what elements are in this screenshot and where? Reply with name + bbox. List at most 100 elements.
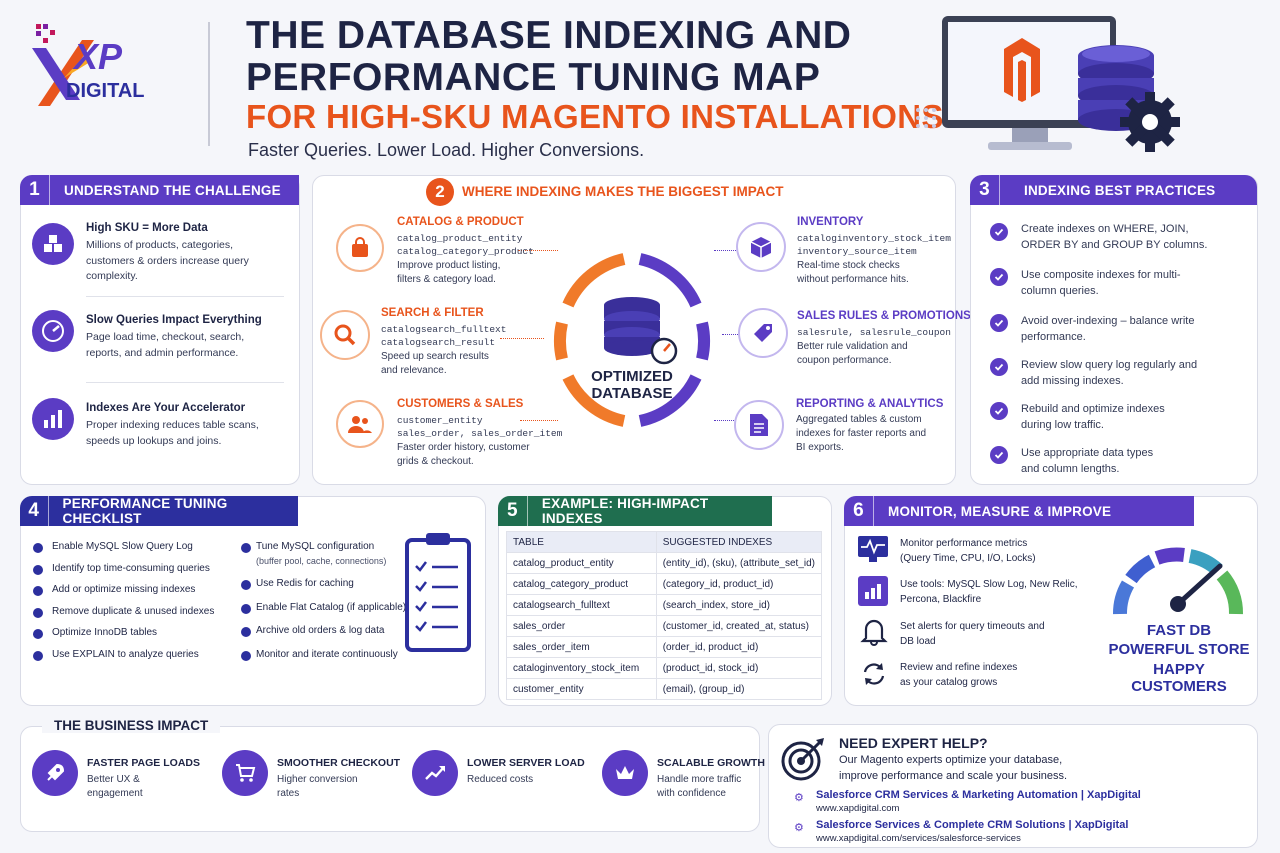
section-expert-help — [768, 724, 1258, 848]
index-cell: (customer_id, created_at, status) — [655, 615, 823, 637]
optimized-database-ring — [544, 245, 720, 431]
help-link-1-url[interactable]: www.xapdigital.com — [816, 803, 900, 814]
slogan-2: POWERFUL STORE — [1108, 641, 1250, 658]
business-impact-title: THE BUSINESS IMPACT — [42, 718, 221, 733]
check-icon — [33, 650, 43, 661]
s3-item6: Use appropriate data types and column le… — [1021, 447, 1154, 475]
connector — [714, 250, 738, 251]
check-icon — [990, 402, 1008, 420]
checklist-item: Archive old orders & log data — [256, 625, 385, 636]
s2-right1-table1: cataloginventory_stock_item — [797, 233, 951, 244]
connector — [518, 250, 558, 251]
check-icon — [990, 268, 1008, 286]
slogan-3: HAPPY CUSTOMERS — [1131, 661, 1227, 695]
index-table: TABLE SUGGESTED INDEXES catalog_product_… — [506, 531, 823, 700]
center-label-1: OPTIMIZED — [591, 368, 673, 385]
section5-number: 5 — [498, 496, 528, 526]
trend-icon — [412, 750, 458, 796]
table-row: sales_order(customer_id, created_at, sta… — [506, 615, 823, 637]
tag-icon — [738, 308, 788, 358]
s2-right2-table1: salesrule, salesrule_coupon — [797, 327, 951, 338]
table-row: catalog_product_entity(entity_id), (sku)… — [506, 552, 823, 574]
s1-item2-text: Page load time, checkout, search, report… — [86, 331, 245, 359]
help-link-2-url[interactable]: www.xapdigital.com/services/salesforce-s… — [816, 833, 1021, 844]
s2-left1-table2: catalog_category_product — [397, 246, 534, 257]
section4-title: PERFORMANCE TUNING CHECKLIST — [62, 496, 228, 526]
section5-title: EXAMPLE: HIGH-IMPACT INDEXES — [541, 496, 709, 526]
crown-icon — [602, 750, 648, 796]
s2-right3-title: REPORTING & ANALYTICS — [796, 398, 944, 410]
s2-left2-table2: catalogsearch_result — [381, 337, 496, 348]
impact-text: Handle more traffic with confidence — [657, 774, 742, 799]
section3-title: INDEXING BEST PRACTICES — [1024, 182, 1216, 198]
section6-title: MONITOR, MEASURE & IMPROVE — [888, 503, 1112, 519]
check-icon — [990, 223, 1008, 241]
s4-col2-first-sub: (buffer pool, cache, connections) — [256, 556, 387, 566]
check-icon — [33, 543, 43, 553]
s2-left3-text: Faster order history, customer grids & c… — [397, 442, 530, 467]
impact-text: Reduced costs — [467, 774, 534, 785]
table-name-cell: catalog_category_product — [506, 573, 657, 595]
gear-icon: ⚙ — [794, 822, 804, 834]
section2-number-circle: 2 — [426, 178, 454, 206]
checklist-item: Identify top time-consuming queries — [52, 562, 210, 574]
help-title: NEED EXPERT HELP? — [839, 735, 988, 751]
section4-header: 4 PERFORMANCE TUNING CHECKLIST — [20, 496, 298, 526]
section-monitor — [844, 496, 1258, 706]
impact-title: FASTER PAGE LOADS — [87, 757, 200, 769]
s2-left2-table1: catalogsearch_fulltext — [381, 324, 507, 335]
index-table-header-indexes: SUGGESTED INDEXES — [655, 531, 823, 553]
section3-number: 3 — [970, 175, 1000, 205]
cart-icon — [222, 750, 268, 796]
help-link-2[interactable]: Salesforce Services & Complete CRM Solut… — [816, 819, 1129, 831]
checklist-item: Use EXPLAIN to analyze queries — [52, 648, 199, 660]
box-icon — [736, 222, 786, 272]
title-line2: PERFORMANCE TUNING MAP — [246, 56, 821, 99]
s6-item2: Use tools: MySQL Slow Log, New Relic, Pe… — [900, 579, 1078, 605]
check-icon — [990, 358, 1008, 376]
slogan-1: FAST DB — [1146, 622, 1212, 639]
checklist-item: Remove duplicate & unused indexes — [52, 605, 215, 617]
impact-title: SCALABLE GROWTH — [657, 757, 765, 769]
checklist-item: Add or optimize missing indexes — [52, 584, 196, 595]
help-link-1[interactable]: Salesforce CRM Services & Marketing Auto… — [816, 789, 1141, 801]
s2-left3-title: CUSTOMERS & SALES — [397, 398, 524, 410]
checklist-item: Use Redis for caching — [256, 578, 354, 589]
clipboard-icon — [404, 530, 472, 652]
connector — [520, 420, 558, 421]
check-icon — [33, 564, 43, 575]
search-icon — [320, 310, 370, 360]
help-text: Our Magento experts optimize your databa… — [839, 754, 1068, 782]
s2-right1-table2: inventory_source_item — [797, 246, 917, 257]
header-illustration — [912, 10, 1182, 160]
title-line1: THE DATABASE INDEXING AND — [246, 14, 852, 57]
check-icon — [990, 446, 1008, 464]
logo-brand: XP — [74, 36, 123, 77]
logo-mark — [32, 24, 94, 106]
section6-header: 6 MONITOR, MEASURE & IMPROVE — [844, 496, 1194, 526]
checklist-item: Monitor and iterate continuously — [256, 648, 398, 660]
header-divider — [208, 22, 210, 146]
index-cell: (search_index, store_id) — [655, 594, 823, 616]
s1-divider — [86, 296, 284, 297]
speedometer-icon — [32, 310, 74, 352]
check-icon — [241, 580, 251, 590]
gear-icon: ⚙ — [794, 792, 804, 804]
section2-title: WHERE INDEXING MAKES THE BIGGEST IMPACT — [462, 184, 784, 199]
shopping-bag-icon — [336, 224, 384, 272]
check-icon — [33, 586, 43, 596]
index-cell: (email), (group_id) — [655, 678, 823, 700]
s3-item3: Avoid over-indexing – balance write perf… — [1021, 315, 1195, 343]
s1-item1-title: High SKU = More Data — [86, 222, 208, 234]
table-row: catalog_category_product(category_id, pr… — [506, 573, 823, 595]
section5-header: 5 EXAMPLE: HIGH-IMPACT INDEXES — [498, 496, 772, 526]
customers-icon — [336, 400, 384, 448]
bell-icon — [860, 616, 888, 646]
s2-right2-text: Better rule validation and coupon perfor… — [797, 341, 908, 366]
check-icon — [990, 314, 1008, 332]
cubes-icon — [32, 223, 74, 265]
center-label-2: DATABASE — [591, 385, 673, 402]
check-icon — [241, 627, 251, 637]
index-cell: (product_id, stock_id) — [655, 657, 823, 679]
title-line3: FOR HIGH-SKU MAGENTO INSTALLATIONS — [246, 98, 944, 135]
